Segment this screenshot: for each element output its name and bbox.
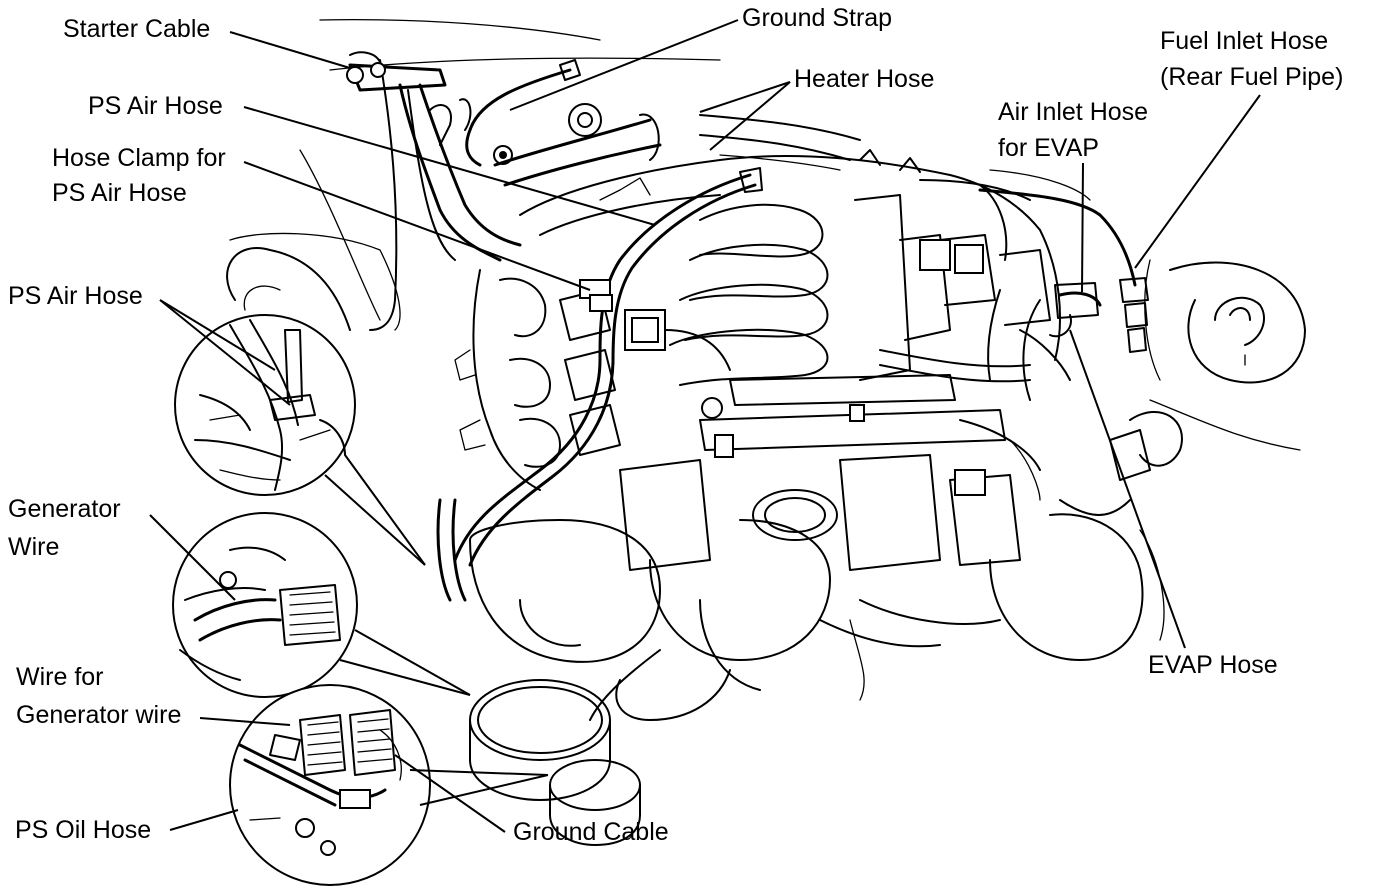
left-bank (454, 269, 621, 491)
label-fuel-inlet-line2: (Rear Fuel Pipe) (1160, 63, 1344, 91)
inset-ps-air-hose (174, 314, 356, 496)
lower-engine (469, 329, 1183, 721)
center-connector (624, 309, 731, 419)
label-wire-for-generator-line1: Wire for (16, 663, 104, 691)
label-ground-strap: Ground Strap (742, 4, 893, 32)
label-starter-cable: Starter Cable (63, 15, 211, 43)
label-wire-for-generator-line2: Generator wire (16, 701, 182, 729)
label-evap-hose: EVAP Hose (1148, 651, 1278, 679)
label-ps-oil-hose: PS Oil Hose (15, 816, 152, 844)
label-ps-air-hose-top: PS Air Hose (88, 92, 223, 120)
label-hose-clamp-line2: PS Air Hose (52, 179, 187, 207)
leader-lines (149, 19, 1261, 833)
inset-generator-wire (172, 512, 358, 698)
heater-hoses (493, 103, 861, 187)
intake-plenum (519, 149, 1061, 386)
inset-pointers (324, 454, 549, 806)
label-air-inlet-line1: Air Inlet Hose (998, 98, 1149, 126)
label-ps-air-hose-inset: PS Air Hose (8, 282, 143, 310)
label-heater-hose: Heater Hose (794, 65, 935, 93)
label-air-inlet-line2: for EVAP (998, 134, 1099, 162)
ps-air-hose (436, 167, 763, 602)
inset-ground-cable (229, 684, 431, 886)
label-ground-cable: Ground Cable (513, 818, 669, 846)
label-generator-wire-line2: Wire (8, 533, 60, 561)
starter-cable-assembly (346, 51, 522, 262)
fuel-rail (699, 349, 1041, 471)
ground-strap (465, 59, 581, 167)
evap-fuel-hoses (919, 179, 1149, 401)
label-fuel-inlet-line1: Fuel Inlet Hose (1160, 27, 1329, 55)
crank-pulley (469, 679, 641, 846)
label-generator-wire-line1: Generator (8, 495, 121, 523)
label-hose-clamp-line1: Hose Clamp for (52, 144, 226, 172)
